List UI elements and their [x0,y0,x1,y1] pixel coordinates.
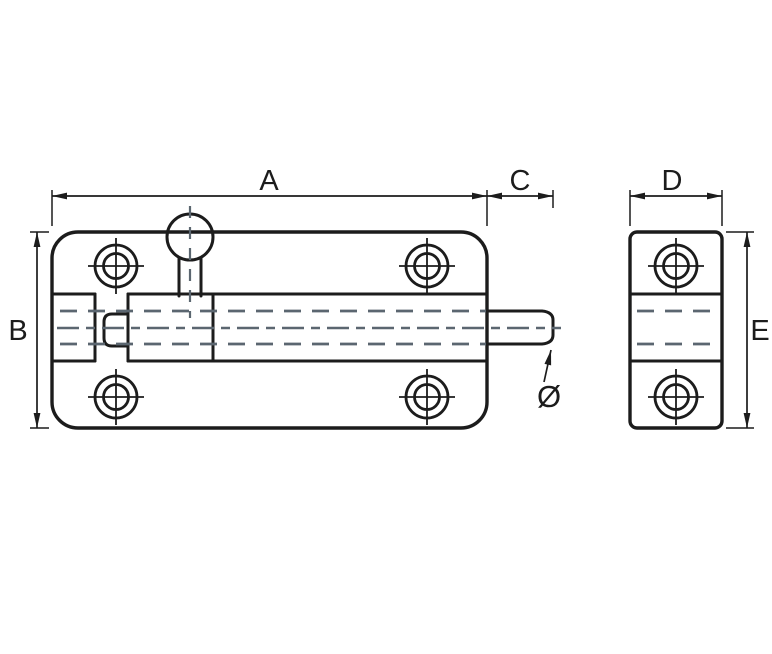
screw-hole-top-left [88,238,144,294]
dimension-annotations: A C B D E Ø [8,165,770,429]
diameter-callout: Ø [537,349,561,414]
screw-hole-bottom-left [88,369,144,425]
dim-label-c: C [510,165,531,197]
screw-hole-bottom-right [399,369,455,425]
dimension-c: C [487,165,553,200]
dim-label-e: E [750,315,769,347]
dimension-a: A [52,165,487,200]
dimension-b: B [8,232,41,428]
screw-hole-side-top [648,238,704,294]
screw-hole-side-bottom [648,369,704,425]
dimension-e: E [743,232,770,428]
bolt-plate [50,230,489,430]
side-view [628,230,724,430]
dim-label-d: D [662,165,683,197]
screw-hole-top-right [399,238,455,294]
diameter-leader-arrow [543,349,552,383]
barrel-housing [51,292,488,363]
diameter-label: Ø [537,379,561,414]
front-view [50,206,561,430]
dim-label-a: A [259,165,279,197]
rod-end-tab [102,312,130,348]
dimension-d: D [630,165,722,200]
side-plate [628,230,724,430]
dim-label-b: B [8,315,27,347]
